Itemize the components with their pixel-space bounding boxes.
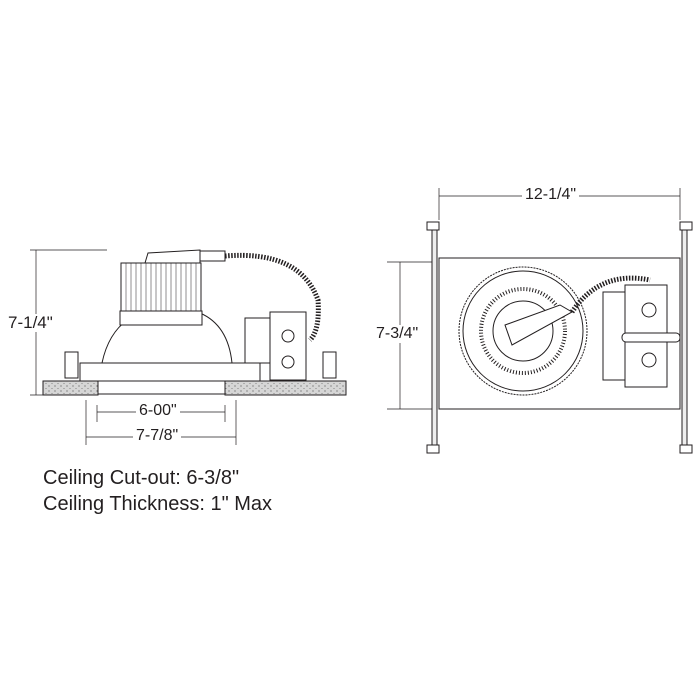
thickness-note: Ceiling Thickness: 1" Max xyxy=(43,493,273,515)
depth-dimension: 7-3/4" xyxy=(373,325,422,343)
aperture-dimension: 6-00" xyxy=(136,402,180,420)
hanger-bar-right xyxy=(681,229,688,446)
junction-box xyxy=(269,311,307,381)
height-dimension: 7-1/4" xyxy=(5,314,56,332)
hanger-bar-left xyxy=(431,229,438,446)
cutout-note: Ceiling Cut-out: 6-3/8" xyxy=(43,467,240,489)
side-view xyxy=(30,249,347,445)
fixture-ring xyxy=(458,266,588,396)
flex-conduit xyxy=(224,252,321,342)
width-dimension: 12-1/4" xyxy=(522,186,580,204)
top-view xyxy=(387,188,693,454)
heat-sink-fins xyxy=(479,287,567,375)
ceiling-left xyxy=(42,380,99,396)
trim-dimension: 7-7/8" xyxy=(133,427,182,445)
ceiling-right xyxy=(224,380,347,396)
